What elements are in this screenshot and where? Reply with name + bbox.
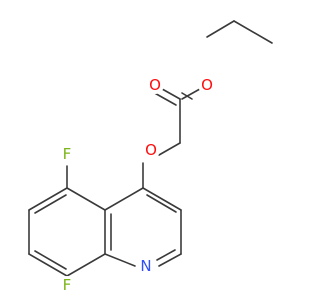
bond-c4-c3 <box>142 187 182 211</box>
bond-c2-n1 <box>158 253 182 267</box>
atom-o-ether: O <box>145 141 157 159</box>
atom-labels: O O O F N F <box>58 76 216 294</box>
bond-c2-n1-inner <box>156 249 176 261</box>
bond-c5-c6 <box>28 187 68 211</box>
bond-c7-c8 <box>28 253 68 277</box>
molecule-diagram: O O O F N F <box>28 20 273 294</box>
bond-ch3-ch2 <box>233 20 273 44</box>
bonds <box>28 20 273 291</box>
atom-f-5: F <box>63 145 72 163</box>
bond-c4a-c5 <box>66 187 106 211</box>
atom-o-carbonyl: O <box>149 76 161 94</box>
bond-c4a-c4 <box>104 187 144 211</box>
bond-c4-c3-inner <box>146 194 177 213</box>
bond-ch2-o-ester <box>206 20 235 38</box>
bond-c8-c8a <box>66 253 106 277</box>
bond-c7-c8-inner <box>34 250 67 270</box>
bond-c5-c6-inner <box>34 194 67 214</box>
bond-n1-c8a <box>104 253 136 267</box>
bond-ch2-o-ether <box>158 142 181 156</box>
atom-n-1: N <box>140 257 151 275</box>
atom-o-ester: O <box>201 76 213 94</box>
atom-f-8: F <box>63 276 72 294</box>
